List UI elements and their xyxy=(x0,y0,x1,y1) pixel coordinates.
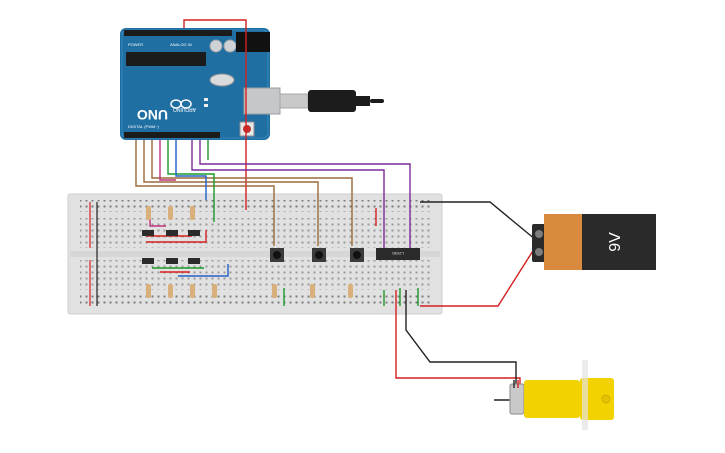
bottom-power-rail xyxy=(80,294,430,306)
digital-pin-header xyxy=(124,132,220,138)
transistors xyxy=(142,230,200,264)
ic-label: L293D xyxy=(392,251,404,256)
resistor xyxy=(190,284,195,298)
pushbuttons xyxy=(270,248,364,262)
power-header-label: POWER xyxy=(128,42,143,47)
resistor xyxy=(272,284,277,298)
bottom-terminal-strip xyxy=(80,260,430,290)
resistor xyxy=(168,206,173,220)
wire-green-1 xyxy=(167,140,215,222)
resistor xyxy=(168,284,173,298)
atmega-chip xyxy=(126,52,206,66)
resistor xyxy=(212,284,217,298)
wire-purple-1 xyxy=(199,140,411,250)
wire-motor-black xyxy=(405,290,517,386)
wire-motor-red xyxy=(395,290,521,386)
resistor xyxy=(310,284,315,298)
wire-5v xyxy=(183,19,247,210)
power-jack xyxy=(236,32,270,52)
wire-blue-1 xyxy=(175,140,207,200)
battery-terminals xyxy=(532,224,546,262)
arduino-brand-text: ARDUINO xyxy=(173,106,196,112)
wire-brown-1 xyxy=(135,140,275,246)
wire-pink xyxy=(159,140,176,181)
wire-purple-2 xyxy=(191,140,385,250)
wire-brown-2 xyxy=(143,140,319,246)
l293d-chip: L293D xyxy=(376,248,420,260)
top-terminal-strip xyxy=(80,218,430,248)
wire-brown-3 xyxy=(151,140,353,246)
wire-battery-positive xyxy=(420,245,537,307)
arduino-uno-board: POWER ANALOG IN UNO ARDUINO DIGITAL (PWM… xyxy=(120,28,281,140)
battery-9v: 9V xyxy=(532,214,656,270)
resistor xyxy=(348,284,353,298)
top-pin-header xyxy=(124,30,232,36)
wires xyxy=(135,19,537,386)
resistor xyxy=(146,206,151,220)
usb-cable xyxy=(279,90,384,112)
top-power-rail xyxy=(80,200,430,212)
center-channel xyxy=(70,251,440,257)
battery-label: 9V xyxy=(607,232,624,252)
resistors xyxy=(146,206,353,298)
resistor xyxy=(146,284,151,298)
wire-battery-negative xyxy=(420,201,537,241)
breadboard xyxy=(67,193,443,315)
dc-gear-motor xyxy=(494,360,614,430)
analog-header-label: ANALOG IN xyxy=(170,42,192,47)
usb-port xyxy=(243,87,281,115)
digital-header-label: DIGITAL (PWM~) xyxy=(128,124,160,129)
uno-logo-text: UNO xyxy=(137,107,168,123)
resistor xyxy=(190,206,195,220)
